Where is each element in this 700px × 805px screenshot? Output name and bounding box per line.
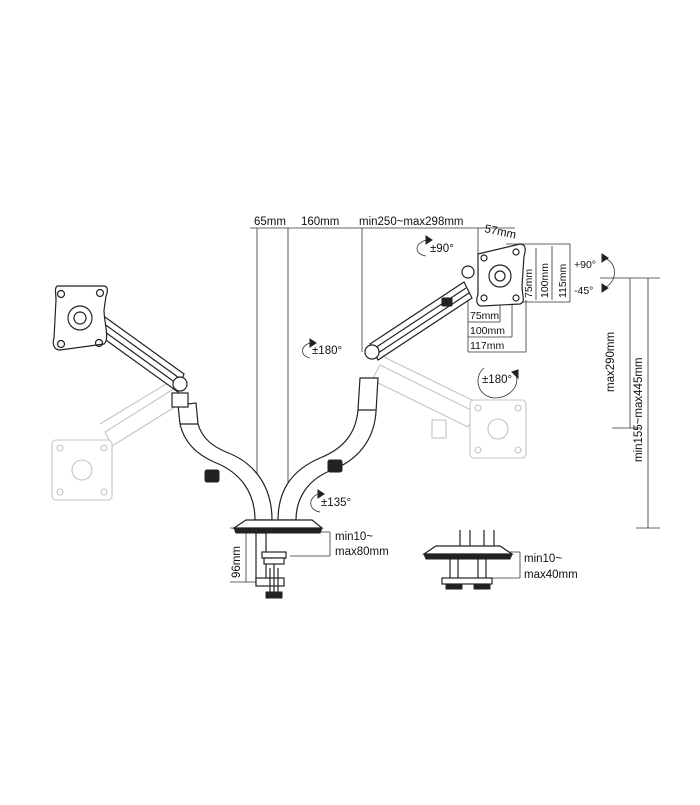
- clamp-range-min: min10~: [335, 531, 373, 543]
- desk-clamp: [255, 532, 287, 599]
- ghost-left-arm: [51, 377, 187, 501]
- dim-160mm: 160mm: [301, 216, 339, 228]
- vesa-h-75: 75mm: [523, 269, 535, 298]
- swivel-head-arrow-icon: [416, 239, 427, 257]
- swivel-head-label: ±90°: [430, 243, 454, 255]
- arm-rotate-arrow-icon: [302, 342, 311, 359]
- vesa-w-100: 100mm: [470, 325, 505, 337]
- grommet-mount: [422, 530, 514, 590]
- right-vesa-plate: [476, 243, 526, 307]
- tilt-arrow-icon: [603, 257, 615, 289]
- dim-total-height: min155~max445mm: [633, 357, 645, 462]
- clamp-range-max: max80mm: [335, 546, 389, 558]
- tilt-down-label: -45°: [574, 285, 593, 297]
- dim-65mm: 65mm: [254, 216, 286, 228]
- ghost-right-vesa-plate: [469, 399, 527, 459]
- grommet-range-min: min10~: [524, 553, 562, 565]
- desk-base-plate: [232, 519, 324, 529]
- vesa-h-115: 115mm: [557, 264, 569, 298]
- dim-arm-reach: min250~max298mm: [359, 216, 464, 228]
- base-rotate-arrow-icon: [310, 493, 321, 513]
- dimension-labels: 65mm 160mm min250~max298mm 57mm 75mm 100…: [231, 216, 645, 581]
- ghost-left-vesa-plate: [51, 439, 113, 501]
- screen-rotate-arrow-icon: [477, 367, 518, 399]
- grommet-range-max: max40mm: [524, 569, 578, 581]
- left-vesa-plate: [52, 285, 108, 351]
- base-rotate-label: ±135°: [321, 497, 351, 509]
- dim-max290: max290mm: [605, 332, 617, 392]
- dim-57mm: 57mm: [483, 223, 517, 241]
- dim-96mm: 96mm: [231, 546, 243, 578]
- left-riser: [177, 402, 273, 521]
- screen-rotate-label: ±180°: [482, 374, 512, 386]
- right-riser: [277, 377, 379, 521]
- arm-rotate-label: ±180°: [312, 345, 342, 357]
- vesa-w-117: 117mm: [470, 340, 504, 352]
- rotation-arrows: [302, 235, 615, 513]
- vesa-h-100: 100mm: [539, 263, 551, 298]
- left-arm: [52, 285, 189, 408]
- tilt-up-label: +90°: [574, 259, 596, 271]
- ghost-right-arm: [371, 356, 527, 459]
- center-post: [177, 377, 379, 534]
- right-arm: [364, 243, 526, 361]
- vesa-w-75: 75mm: [470, 310, 499, 322]
